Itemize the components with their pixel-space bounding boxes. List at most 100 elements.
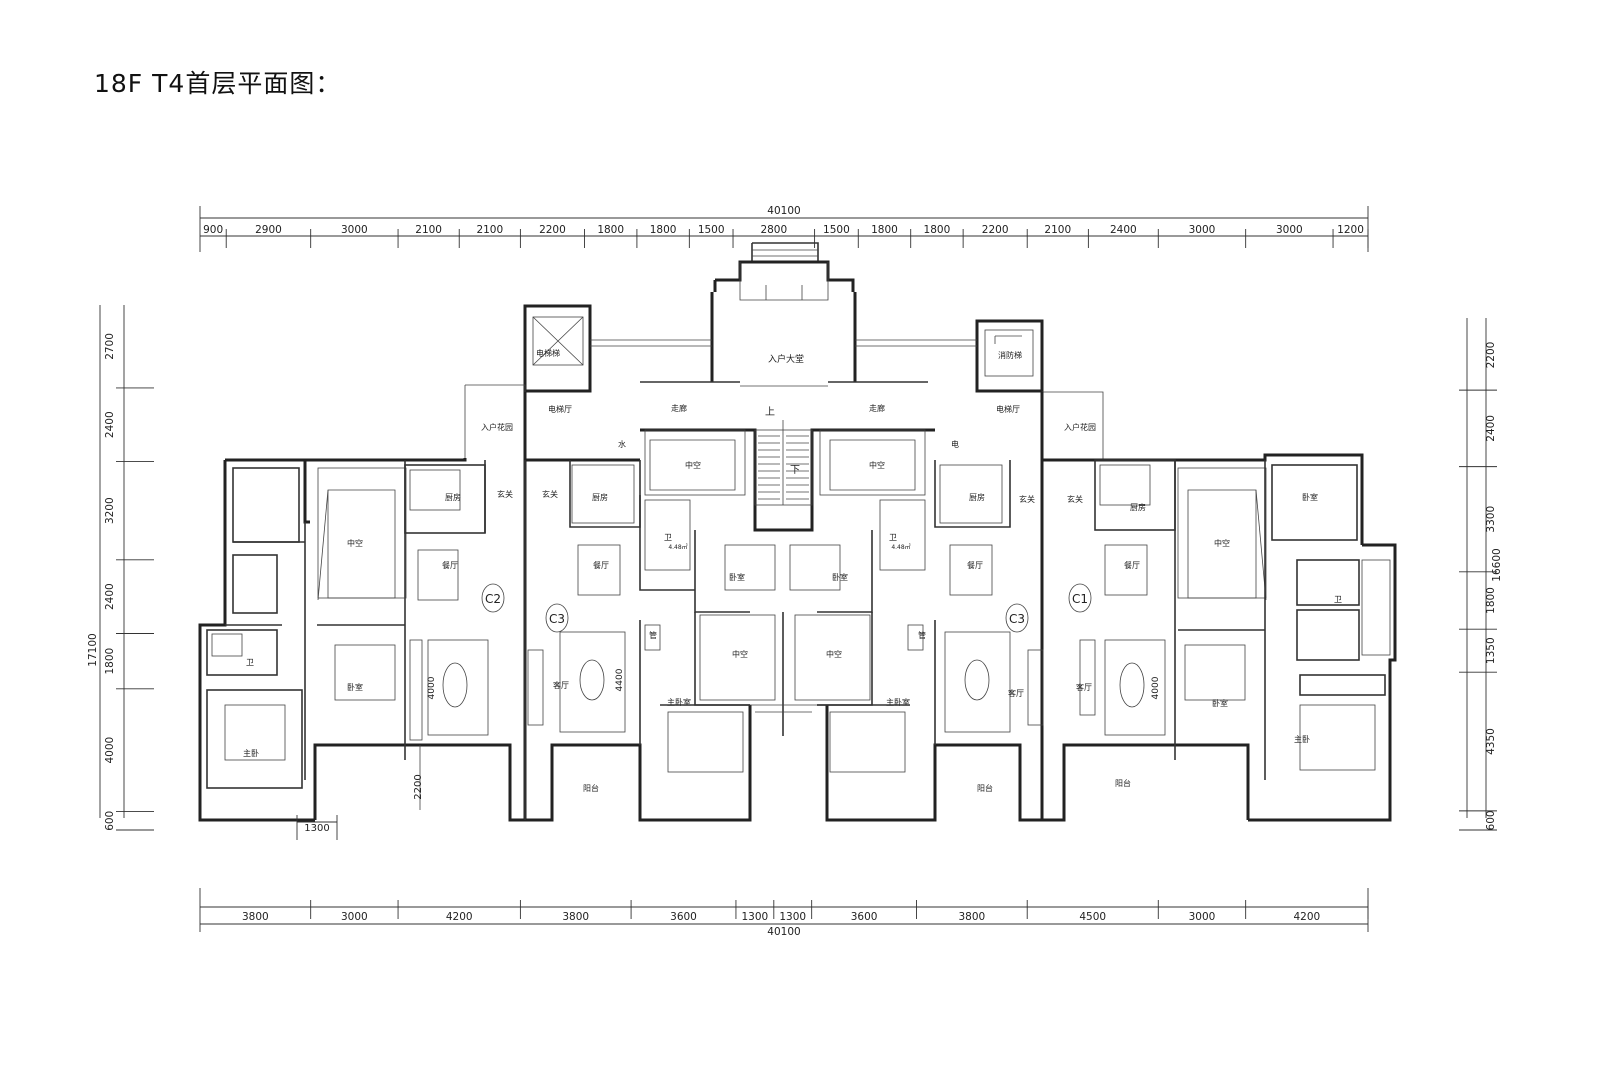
dim-room-4000: 4000: [427, 676, 437, 699]
label-bath: 卫: [889, 533, 897, 542]
label-corridor-right: 走廊: [869, 403, 885, 413]
room-dimensions: 1300 2200 4000 4400 4000 4.48㎡ 4.48㎡: [296, 543, 1161, 840]
label-foyer: 玄关: [497, 489, 513, 499]
dim-small-1300: 1300: [304, 823, 329, 834]
label-bedroom: 卧室: [347, 682, 363, 692]
top-dim-label: 2100: [1044, 224, 1071, 236]
label-dining: 餐厅: [1124, 561, 1140, 570]
bottom-dim-label: 3000: [1189, 911, 1216, 923]
left-dim-label: 600: [104, 811, 116, 831]
right-dim-label: 4350: [1485, 728, 1497, 755]
label-void: 中空: [347, 538, 363, 548]
bottom-dim-label: 3000: [341, 911, 368, 923]
label-corridor-left: 走廊: [671, 403, 687, 413]
label-bedroom: 卧室: [832, 572, 848, 582]
right-dim-label: 3300: [1485, 506, 1497, 533]
top-dim-label: 2800: [760, 224, 787, 236]
top-dim-label: 3000: [1189, 224, 1216, 236]
top-dim-label: 2100: [415, 224, 442, 236]
label-living: 客厅: [553, 680, 569, 690]
top-dimension-chain: 40100 900 2900 3000 2100 2100 2200 1800 1800 150…: [199, 205, 1369, 252]
left-dim-label: 2400: [104, 583, 116, 610]
top-dim-label: 1200: [1337, 224, 1364, 236]
top-dim-label: 1800: [871, 224, 898, 236]
label-living: 客厅: [1076, 682, 1092, 692]
label-stair-down: 下: [790, 465, 800, 476]
label-master-room: 主卧室: [667, 697, 691, 707]
page-title: 18F T4首层平面图：: [94, 69, 342, 98]
label-dining: 餐厅: [442, 561, 458, 570]
label-void: 中空: [1214, 538, 1230, 548]
top-dim-label: 1800: [650, 224, 677, 236]
interior-walls: [206, 429, 1391, 820]
top-dim-label: 2200: [539, 224, 566, 236]
label-balcony: 阳台: [977, 783, 993, 793]
bottom-dim-label: 1300: [779, 911, 806, 923]
label-kitchen: 厨房: [1130, 502, 1146, 512]
label-balcony: 阳台: [583, 783, 599, 793]
label-balcony: 阳台: [1115, 778, 1131, 788]
bottom-dim-label: 3800: [562, 911, 589, 923]
right-dim-label: 2200: [1485, 342, 1497, 369]
label-kitchen: 厨房: [445, 492, 461, 502]
label-water: 水: [618, 439, 626, 449]
label-passenger-lift: 电梯梯: [536, 348, 560, 358]
top-dim-label: 2100: [476, 224, 503, 236]
label-kitchen: 厨房: [592, 492, 608, 502]
top-dim-label: 2900: [255, 224, 282, 236]
right-dim-label: 600: [1485, 810, 1497, 830]
label-bedroom: 卧室: [729, 572, 745, 582]
label-void: 中空: [869, 460, 885, 470]
left-dim-label: 3200: [104, 497, 116, 524]
bottom-dim-label: 3600: [851, 911, 878, 923]
right-dim-label: 2400: [1485, 415, 1497, 442]
left-dim-label: 2700: [104, 333, 116, 360]
dim-room-4000: 4000: [1151, 676, 1161, 699]
label-shaft: 管: [649, 630, 657, 640]
left-dim-label: 4000: [104, 737, 116, 764]
dim-area: 4.48㎡: [668, 543, 687, 551]
top-dim-label: 3000: [341, 224, 368, 236]
label-master: 主卧: [243, 748, 259, 758]
label-master-room: 主卧室: [886, 697, 910, 707]
label-void: 中空: [732, 649, 748, 659]
bottom-dim-label: 3600: [670, 911, 697, 923]
label-electric: 电: [951, 439, 959, 449]
bottom-dim-label: 3800: [959, 911, 986, 923]
top-dim-label: 1500: [698, 224, 725, 236]
right-dim-label: 1800: [1485, 587, 1497, 614]
top-dim-label: 1500: [823, 224, 850, 236]
bottom-dim-label: 4200: [446, 911, 473, 923]
unit-markers: C2 C3 C3 C1: [481, 583, 1092, 633]
right-dim-label: 1350: [1485, 637, 1497, 664]
label-kitchen: 厨房: [969, 492, 985, 502]
top-dim-label: 900: [203, 224, 223, 236]
label-lobby: 入户大堂: [768, 353, 804, 365]
dim-small-2200: 2200: [413, 774, 424, 799]
bottom-dim-label: 4500: [1079, 911, 1106, 923]
label-bedroom: 卧室: [1212, 698, 1228, 708]
label-bath: 卫: [246, 658, 254, 667]
label-void: 中空: [826, 649, 842, 659]
label-dining: 餐厅: [593, 561, 609, 570]
label-bedroom: 卧室: [1302, 492, 1318, 502]
label-elevator-hall-left: 电梯厅: [548, 404, 572, 414]
label-void: 中空: [685, 460, 701, 470]
label-foyer: 玄关: [1067, 494, 1083, 504]
left-total-label: 17100: [87, 633, 99, 666]
bottom-dim-label: 3800: [242, 911, 269, 923]
top-dim-label: 2400: [1110, 224, 1137, 236]
label-garden-right: 入户花园: [1064, 422, 1096, 432]
top-total-label: 40100: [767, 205, 800, 217]
dim-room-4400: 4400: [615, 668, 625, 691]
unit-marker-c2: C2: [485, 592, 501, 606]
unit-marker-c1: C1: [1072, 592, 1088, 606]
label-shaft: 管: [918, 630, 926, 640]
label-foyer: 玄关: [542, 489, 558, 499]
left-dim-label: 2400: [104, 411, 116, 438]
top-dim-label: 1800: [597, 224, 624, 236]
